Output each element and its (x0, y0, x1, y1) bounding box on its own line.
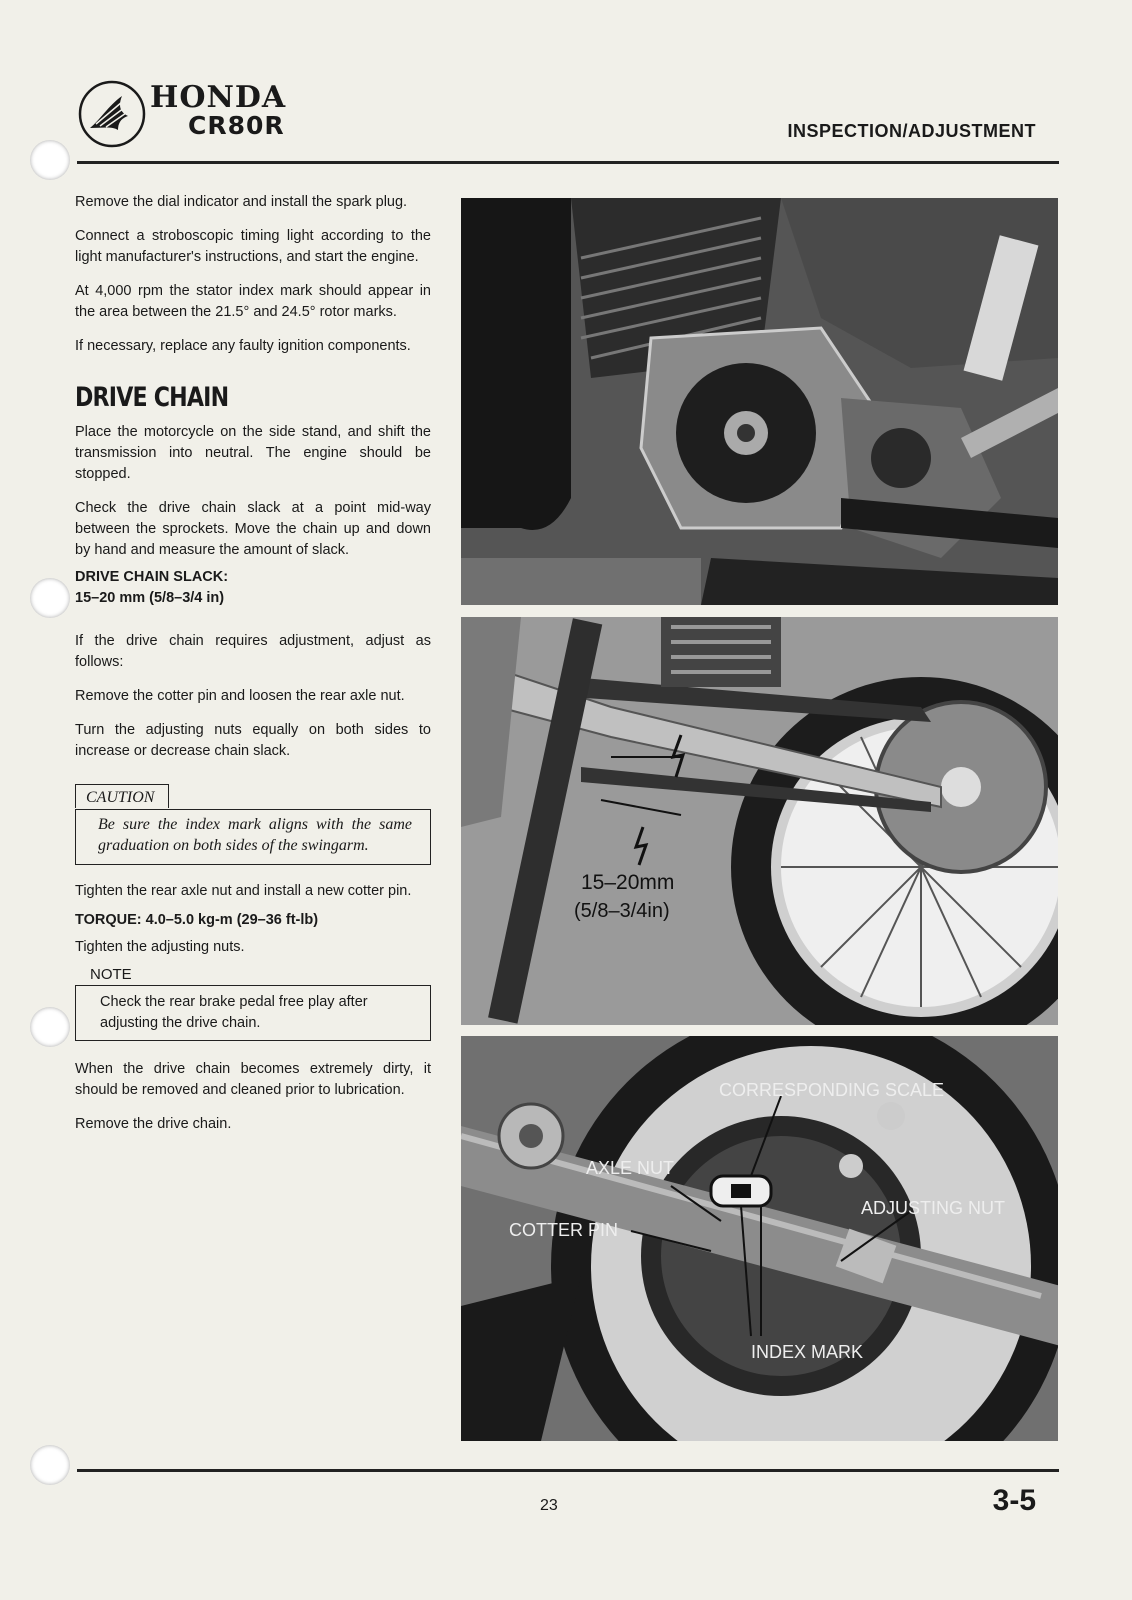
paragraph: Remove the dial indicator and install th… (75, 194, 408, 210)
adjusting-nut-label: ADJUSTING NUT (861, 1198, 1005, 1218)
paragraph: Connect a stroboscopic timing light acco… (75, 228, 431, 265)
page-number: 23 (540, 1497, 558, 1514)
torque-spec: TORQUE: 4.0–5.0 kg-m (29–36 ft-lb) (75, 912, 319, 928)
paragraph: Turn the adjusting nuts equally on both … (75, 722, 431, 759)
chain-slack-photo: 15–20mm (5/8–3/4in) (461, 617, 1058, 1025)
paragraph: Remove the cotter pin and loosen the rea… (75, 688, 405, 704)
note-text: Check the rear brake pedal free play aft… (75, 985, 431, 1041)
section-title: INSPECTION/ADJUSTMENT (787, 121, 1036, 141)
paragraph: If the drive chain requires adjustment, … (75, 633, 431, 670)
honda-wing-logo (78, 80, 146, 148)
binder-hole-2 (30, 578, 70, 618)
cotter-pin-label: COTTER PIN (509, 1220, 618, 1240)
engine-photo (461, 198, 1058, 605)
paragraph: Tighten the adjusting nuts. (75, 939, 245, 955)
paragraph: Place the motorcycle on the side stand, … (75, 424, 431, 482)
brand-name: HONDA (150, 80, 287, 115)
header-divider (77, 161, 1059, 164)
index-mark-label: INDEX MARK (751, 1342, 863, 1362)
binder-hole-3 (30, 1007, 70, 1047)
paragraph: Tighten the rear axle nut and install a … (75, 883, 412, 899)
paragraph: Check the drive chain slack at a point m… (75, 500, 431, 558)
paragraph: If necessary, replace any faulty ignitio… (75, 338, 411, 354)
binder-hole-4 (30, 1445, 70, 1485)
slack-spec-value: 15–20 mm (5/8–3/4 in) (75, 590, 225, 606)
caution-label: CAUTION (75, 784, 170, 808)
note-label: NOTE (90, 966, 132, 983)
paragraph: Remove the drive chain. (75, 1116, 232, 1132)
paragraph: At 4,000 rpm the stator index mark shoul… (75, 283, 431, 320)
corresponding-scale-label: CORRESPONDING SCALE (719, 1080, 944, 1100)
slack-dimension-label: 15–20mm (581, 871, 674, 894)
paragraph: When the drive chain becomes extremely d… (75, 1061, 431, 1098)
binder-hole-1 (30, 140, 70, 180)
slack-dimension-inch-label: (5/8–3/4in) (574, 900, 670, 922)
slack-spec-label: DRIVE CHAIN SLACK: (75, 569, 229, 585)
text-column: Remove the dial indicator and install th… (75, 192, 431, 1148)
axle-nut-label: AXLE NUT (586, 1158, 674, 1178)
caution-text: Be sure the index mark aligns with the s… (75, 809, 431, 865)
model-name: CR80R (188, 111, 285, 140)
slack-spec: DRIVE CHAIN SLACK: 15–20 mm (5/8–3/4 in) (75, 567, 431, 609)
axle-adjuster-photo: CORRESPONDING SCALE AXLE NUT ADJUSTING N… (461, 1036, 1058, 1441)
page-code: 3-5 (992, 1484, 1036, 1517)
drive-chain-heading: DRIVE CHAIN (75, 382, 229, 413)
footer-divider (77, 1469, 1059, 1472)
